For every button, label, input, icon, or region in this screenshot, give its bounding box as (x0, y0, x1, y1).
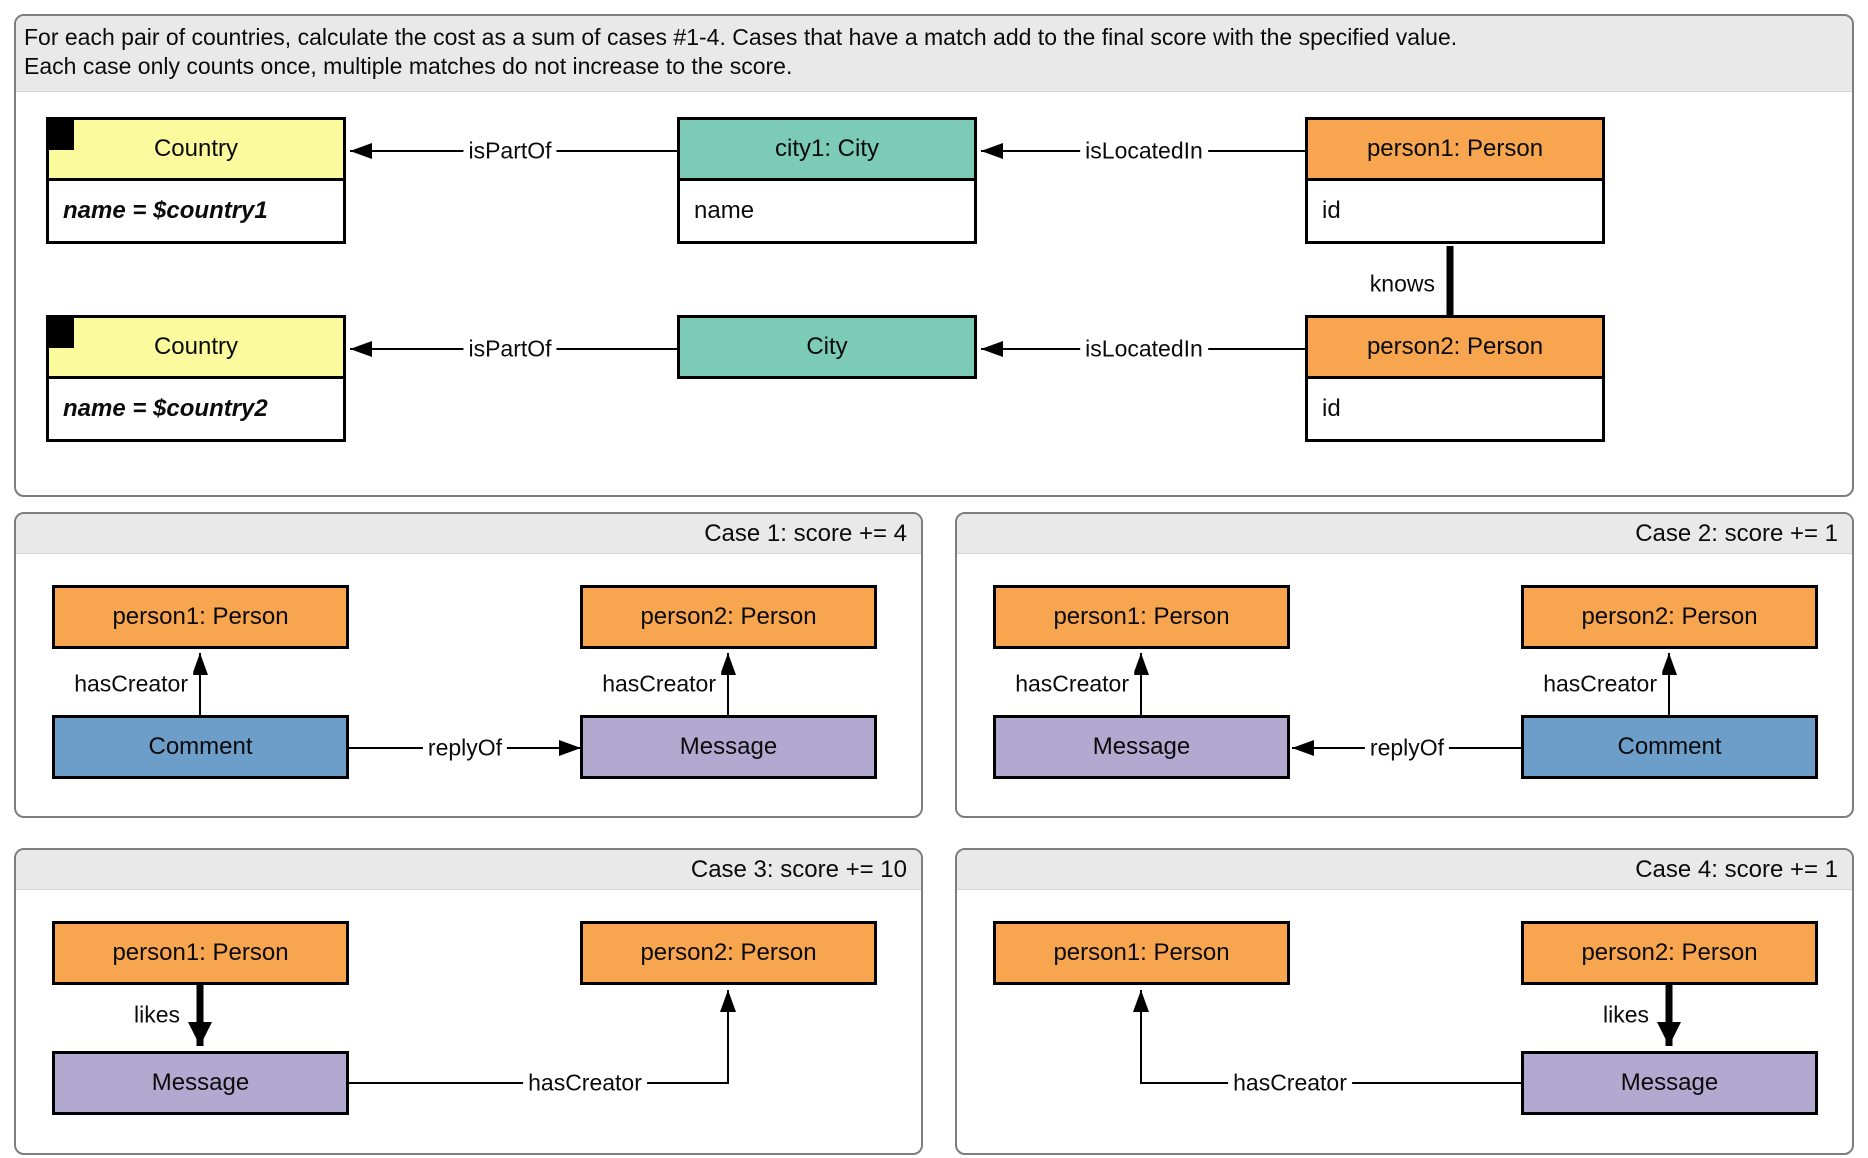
case4-node-message: Message (1521, 1051, 1818, 1115)
case-3-title: Case 3: score += 10 (16, 850, 921, 890)
description-text: For each pair of countries, calculate th… (24, 24, 1458, 80)
note-square-icon (46, 315, 74, 348)
case1-replyof-label: replyOf (422, 733, 508, 763)
node-country2-title: Country (49, 318, 343, 379)
case4-node-person2: person2: Person (1521, 921, 1818, 985)
case3-node-person1: person1: Person (52, 921, 349, 985)
case1-node-comment: Comment (52, 715, 349, 779)
case3-hascreator-label: hasCreator (523, 1068, 647, 1098)
case-4-title: Case 4: score += 1 (957, 850, 1852, 890)
case3-node-message: Message (52, 1051, 349, 1115)
islocatedin-label-1: isLocatedIn (1080, 136, 1208, 166)
case2-node-message: Message (993, 715, 1290, 779)
case4-hascreator-label: hasCreator (1228, 1068, 1352, 1098)
case1-node-person2: person2: Person (580, 585, 877, 649)
node-city1-attribute: name (680, 181, 974, 241)
node-person2: person2: Person id (1305, 315, 1605, 442)
case-2-title: Case 2: score += 1 (957, 514, 1852, 554)
islocatedin-label-2: isLocatedIn (1080, 334, 1208, 364)
note-square-icon (46, 117, 74, 150)
node-city2: City (677, 315, 977, 379)
case2-node-person1: person1: Person (993, 585, 1290, 649)
node-person1: person1: Person id (1305, 117, 1605, 244)
node-person1-attribute: id (1308, 181, 1602, 241)
case2-node-person2: person2: Person (1521, 585, 1818, 649)
case4-node-person1: person1: Person (993, 921, 1290, 985)
description-bar: For each pair of countries, calculate th… (16, 16, 1852, 92)
node-person1-title: person1: Person (1308, 120, 1602, 181)
case1-hascreator-label-right: hasCreator (597, 669, 721, 699)
node-country2-attribute: name = $country2 (49, 379, 343, 439)
node-city1-title: city1: City (680, 120, 974, 181)
node-country1-title: Country (49, 120, 343, 181)
case1-hascreator-label-left: hasCreator (69, 669, 193, 699)
case2-node-comment: Comment (1521, 715, 1818, 779)
case2-hascreator-label-left: hasCreator (1010, 669, 1134, 699)
case1-node-message: Message (580, 715, 877, 779)
node-country1-attribute: name = $country1 (49, 181, 343, 241)
ispartof-label-2: isPartOf (463, 334, 557, 364)
ispartof-label-1: isPartOf (463, 136, 557, 166)
case3-node-person2: person2: Person (580, 921, 877, 985)
case1-node-person1: person1: Person (52, 585, 349, 649)
case4-likes-label: likes (1597, 1000, 1654, 1030)
case2-hascreator-label-right: hasCreator (1538, 669, 1662, 699)
node-country1: Country name = $country1 (46, 117, 346, 244)
node-city1: city1: City name (677, 117, 977, 244)
node-person2-attribute: id (1308, 379, 1602, 439)
node-person2-title: person2: Person (1308, 318, 1602, 379)
case2-replyof-label: replyOf (1364, 733, 1450, 763)
node-country2: Country name = $country2 (46, 315, 346, 442)
case3-likes-label: likes (128, 1000, 185, 1030)
knows-label: knows (1364, 269, 1440, 299)
case-1-title: Case 1: score += 4 (16, 514, 921, 554)
